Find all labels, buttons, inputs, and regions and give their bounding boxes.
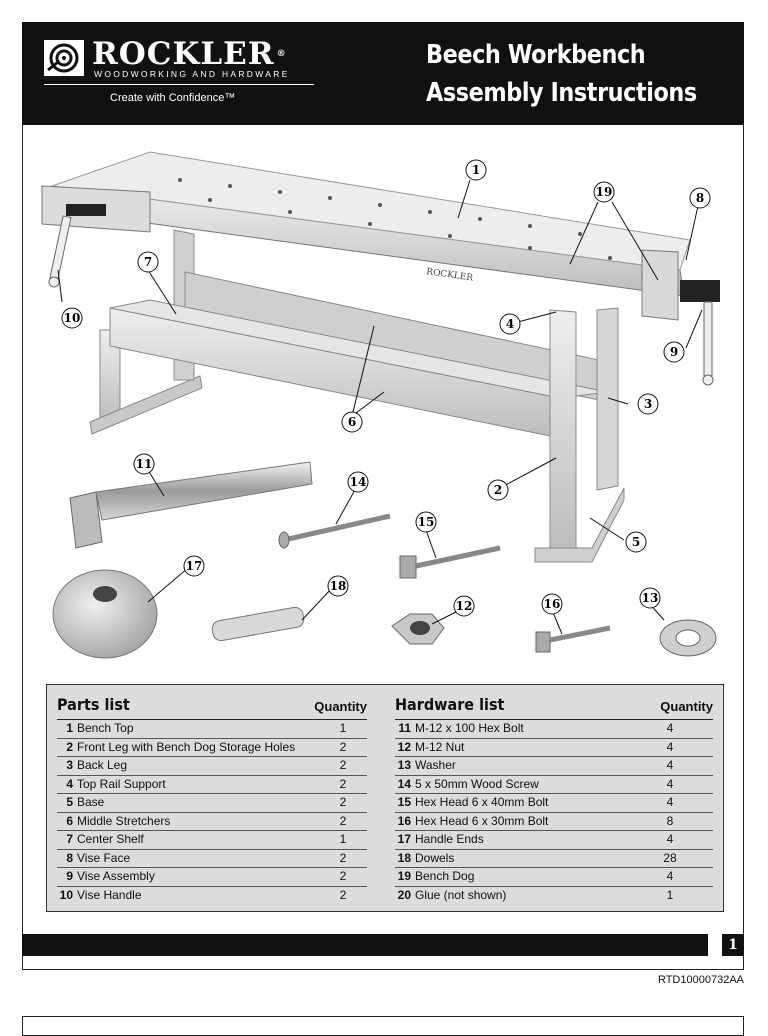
- callout-6: 6: [341, 411, 363, 433]
- svg-text:13: 13: [642, 591, 659, 605]
- svg-text:5: 5: [632, 535, 640, 549]
- handle-end-17: [52, 569, 158, 659]
- workbench-illustration: ROCKLER: [41, 151, 720, 659]
- svg-text:9: 9: [670, 345, 678, 359]
- parts-list-title: Parts list: [57, 695, 130, 714]
- svg-text:16: 16: [544, 597, 561, 611]
- page-header: ROCKLER® WOODWORKING AND HARDWARE Create…: [22, 22, 744, 125]
- callout-9: 9: [663, 341, 685, 363]
- logo-divider: [44, 84, 314, 85]
- bench-plate-text: ROCKLER: [426, 267, 474, 283]
- hardware-list-header: Hardware list Quantity: [395, 695, 713, 720]
- callout-11: 11: [133, 453, 155, 475]
- workbench: ROCKLER: [41, 151, 720, 563]
- parts-quantity-header: Quantity: [314, 699, 367, 714]
- svg-text:14: 14: [350, 475, 367, 489]
- bolt-16: [535, 625, 611, 653]
- brand-tagline: Create with Confidence™: [110, 92, 236, 104]
- washer-13: [659, 619, 717, 657]
- callout-5: 5: [625, 531, 647, 553]
- footer-bar: [22, 934, 708, 956]
- svg-text:15: 15: [418, 515, 435, 529]
- callout-leaders: [57, 179, 703, 635]
- next-page-edge: [22, 1016, 744, 1036]
- callout-3: 3: [637, 393, 659, 415]
- callout-16: 16: [541, 593, 563, 615]
- bolt-15: [399, 545, 501, 579]
- svg-text:12: 12: [456, 599, 473, 613]
- svg-text:3: 3: [644, 397, 652, 411]
- title-line-1: Beech Workbench: [426, 40, 646, 70]
- rockler-logo: ROCKLER® WOODWORKING AND HARDWARE Create…: [44, 36, 314, 116]
- callout-10: 10: [61, 307, 83, 329]
- nut-12: [391, 613, 445, 645]
- callout-2: 2: [487, 479, 509, 501]
- callout-17: 17: [183, 555, 205, 577]
- bolt-11: [69, 461, 313, 549]
- dowel-18: [211, 606, 305, 642]
- svg-text:1: 1: [472, 163, 480, 177]
- screw-14: [278, 513, 391, 549]
- brand-subtitle: WOODWORKING AND HARDWARE: [94, 69, 290, 79]
- svg-text:18: 18: [330, 579, 347, 593]
- svg-text:10: 10: [64, 311, 81, 325]
- document-number: RTD10000732AA: [657, 974, 744, 986]
- registered-mark: ®: [276, 49, 287, 59]
- callout-4: 4: [499, 313, 521, 335]
- hardware-quantity-header: Quantity: [660, 699, 713, 714]
- svg-text:4: 4: [506, 317, 514, 331]
- svg-text:17: 17: [186, 559, 203, 573]
- callout-19: 19: [593, 181, 615, 203]
- callout-14: 14: [347, 471, 369, 493]
- svg-text:6: 6: [348, 415, 356, 429]
- callout-7: 7: [137, 251, 159, 273]
- svg-text:11: 11: [136, 457, 153, 471]
- callout-15: 15: [415, 511, 437, 533]
- callout-8: 8: [689, 187, 711, 209]
- rockler-swirl-icon: [44, 40, 84, 76]
- svg-text:2: 2: [494, 483, 502, 497]
- callout-12: 12: [453, 595, 475, 617]
- svg-text:8: 8: [696, 191, 704, 205]
- callout-1: 1: [465, 159, 487, 181]
- page-title: Beech Workbench Assembly Instructions: [426, 36, 697, 112]
- brand-name: ROCKLER®: [92, 36, 287, 72]
- parts-list-header: Parts list Quantity: [57, 695, 367, 720]
- callout-18: 18: [327, 575, 349, 597]
- title-line-2: Assembly Instructions: [426, 78, 697, 108]
- hardware-list-title: Hardware list: [395, 695, 505, 714]
- page-number: 1: [722, 934, 744, 956]
- svg-text:7: 7: [144, 255, 152, 269]
- svg-text:19: 19: [596, 185, 613, 199]
- callout-13: 13: [639, 587, 661, 609]
